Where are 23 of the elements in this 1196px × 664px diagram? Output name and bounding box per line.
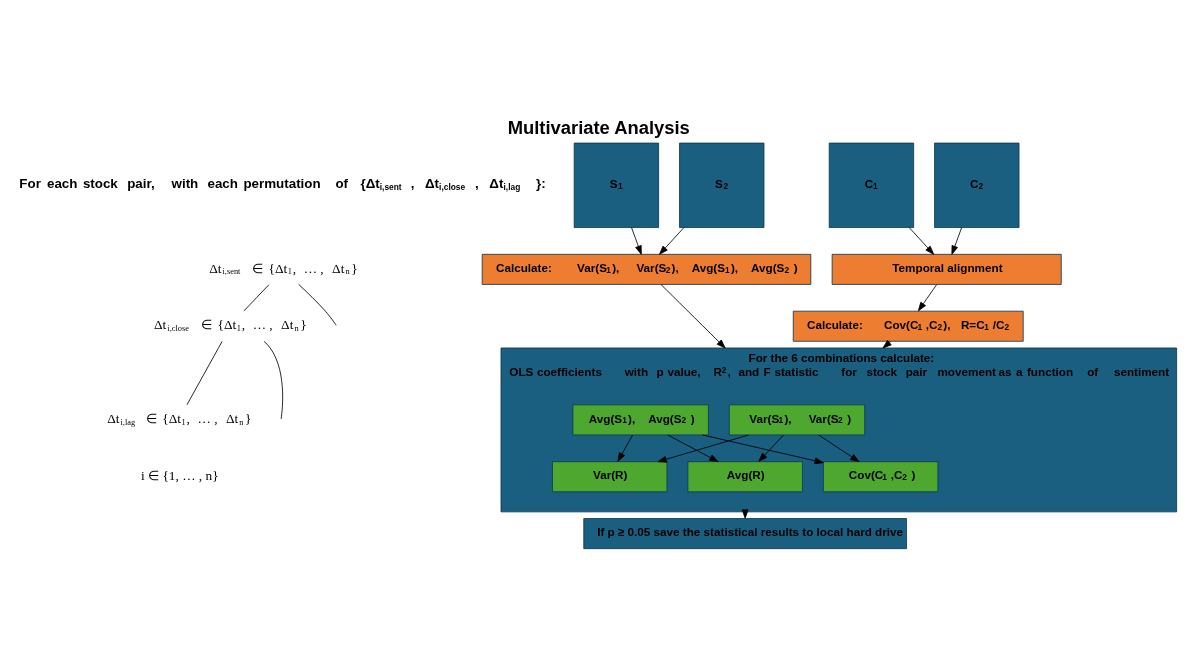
- arrow: [657, 434, 749, 463]
- arrow: [659, 226, 685, 255]
- arrow: [917, 283, 937, 311]
- connector: [263, 340, 284, 419]
- arrow: [951, 226, 963, 255]
- arrow: [882, 339, 892, 348]
- arrow: [758, 434, 784, 462]
- arrow: [908, 226, 935, 255]
- arrow: [667, 434, 719, 462]
- connector: [298, 283, 337, 326]
- arrow: [702, 434, 824, 464]
- label: i ∈ {1, … , n}: [141, 467, 219, 483]
- node-box: If p ≥ 0.05 save the statistical results to local hard drive: [583, 517, 907, 549]
- arrow: [818, 434, 860, 462]
- node-box: Temporal alignment: [831, 253, 1062, 285]
- arrow: [617, 434, 633, 462]
- arrow: [660, 283, 726, 348]
- node-box: Var(R): [552, 460, 668, 492]
- arrow: [631, 226, 642, 255]
- node-box: Avg(R): [687, 460, 803, 492]
- diagram-title: Multivariate Analysis: [507, 116, 690, 138]
- connector: [186, 340, 223, 405]
- connector: [243, 283, 270, 311]
